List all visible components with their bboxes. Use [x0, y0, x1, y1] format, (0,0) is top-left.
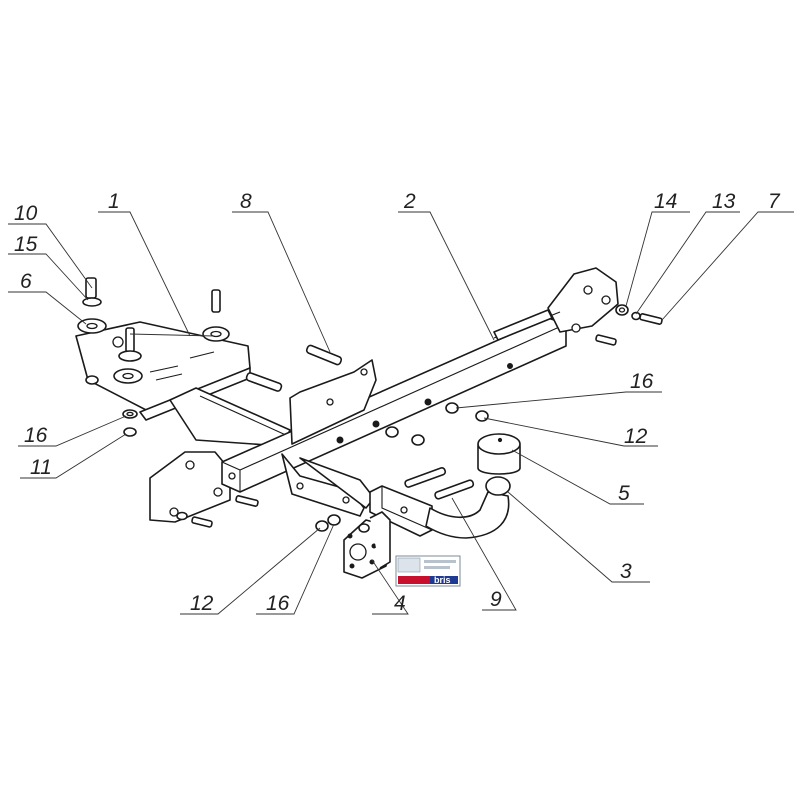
socket-plate — [315, 511, 391, 579]
callout-label: 8 — [240, 190, 252, 213]
center-bracket — [281, 359, 377, 517]
callout-label: 1 — [108, 190, 120, 213]
callout-label: 16 — [24, 424, 48, 447]
callout-labels: 10 15 6 1 8 2 14 13 7 16 12 5 3 12 16 4 … — [14, 190, 781, 615]
callout-label: 12 — [624, 425, 648, 448]
left-bolt-set — [77, 277, 230, 437]
leader-lines — [8, 211, 794, 615]
callout-label: 12 — [190, 592, 214, 615]
right-end-plate — [493, 267, 619, 341]
callout-label: 2 — [403, 190, 416, 213]
callout-label: 4 — [394, 592, 406, 615]
callout-label: 3 — [620, 560, 632, 583]
callout-label: 7 — [768, 190, 781, 213]
callout-label: 9 — [490, 588, 502, 611]
callout-label: 16 — [630, 370, 654, 393]
callout-label: 16 — [266, 592, 290, 615]
callout-label: 10 — [14, 202, 38, 225]
callout-label: 5 — [618, 482, 630, 505]
brand-logo: bris — [395, 555, 461, 587]
left-end-plate — [149, 451, 259, 528]
callout-label: 6 — [20, 270, 32, 293]
callout-label: 11 — [30, 456, 52, 479]
tow-ball — [477, 433, 521, 475]
loose-bolts — [245, 344, 489, 500]
logo-text: bris — [434, 575, 451, 585]
left-mounting-bracket — [75, 321, 291, 447]
right-fastener-set — [595, 304, 663, 346]
callout-label: 13 — [712, 190, 736, 213]
callout-label: 15 — [14, 233, 38, 256]
callout-label: 14 — [654, 190, 677, 213]
